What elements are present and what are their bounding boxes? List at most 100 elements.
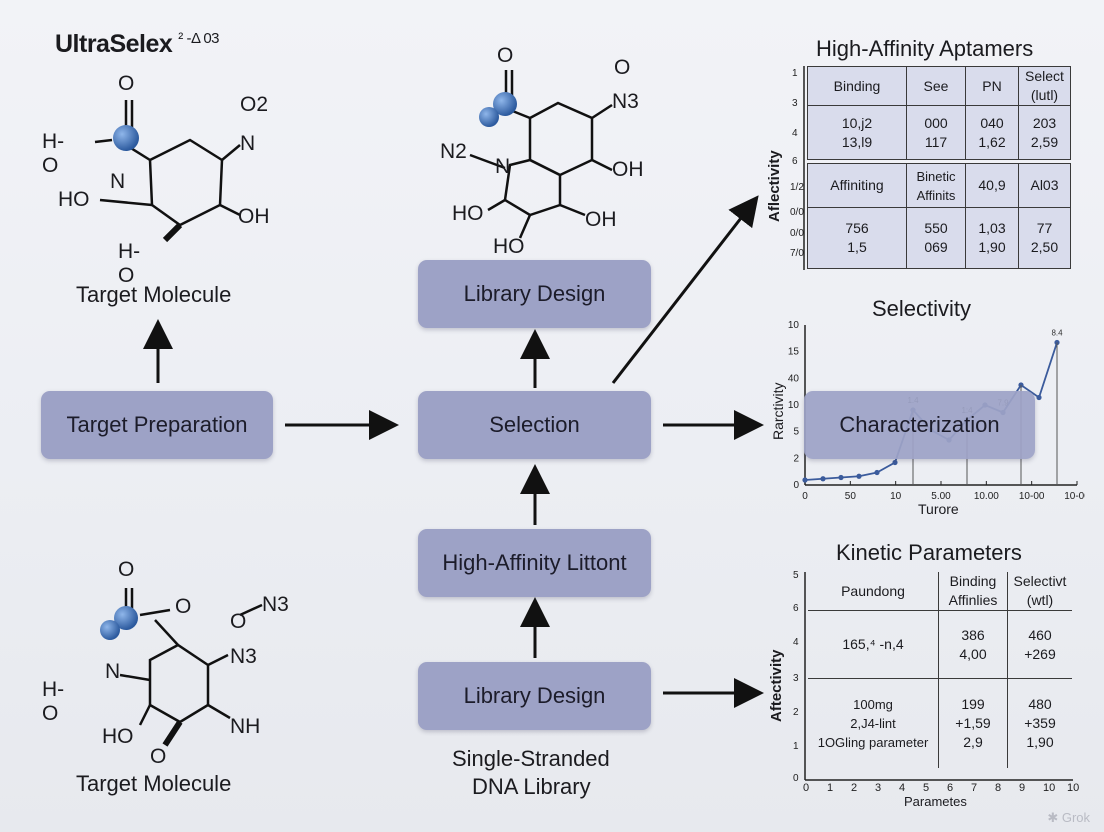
atom-label: NH bbox=[230, 715, 261, 738]
brand-title: UltraSelex ² -Δ 03 bbox=[55, 30, 219, 59]
ytick: 0/0 bbox=[790, 228, 804, 239]
brand-name: UltraSelex bbox=[55, 30, 173, 58]
ytick: 6 bbox=[793, 603, 799, 614]
y-tick-label: 5 bbox=[793, 427, 799, 438]
high-affinity-box[interactable]: High-Affinity Littont bbox=[418, 529, 651, 597]
x-tick-label: 4 bbox=[899, 782, 906, 794]
aptamers-title: High-Affinity Aptamers bbox=[816, 36, 1034, 61]
selection-box[interactable]: Selection bbox=[418, 391, 651, 459]
watermark-text: Grok bbox=[1061, 810, 1090, 825]
atom-label: O2 bbox=[240, 93, 269, 116]
atom-label: N3 bbox=[262, 593, 289, 616]
kinetic-xlabel: Parametes bbox=[904, 794, 967, 809]
cell: Affiniting bbox=[807, 163, 907, 208]
data-point bbox=[1036, 394, 1042, 401]
y-tick-label: 2 bbox=[793, 453, 799, 464]
cell: 386 4,00 bbox=[938, 610, 1008, 679]
watermark: ✱ Grok bbox=[1047, 810, 1090, 825]
atom-label: H-O bbox=[42, 678, 65, 725]
x-tick-label: 8 bbox=[995, 782, 1002, 794]
y-tick-label: 0 bbox=[793, 480, 799, 491]
atom-label: N bbox=[110, 170, 126, 193]
cell: 1,03 1,90 bbox=[965, 207, 1019, 269]
atom-label: N bbox=[240, 132, 256, 155]
data-point bbox=[838, 474, 844, 481]
cell: Binetic Affinits bbox=[906, 163, 966, 208]
atom-label: O bbox=[497, 44, 514, 67]
target-preparation-box[interactable]: Target Preparation bbox=[41, 391, 273, 459]
ytick: 0/0 bbox=[790, 207, 804, 218]
x-tick-label: 10-00 bbox=[1064, 491, 1085, 502]
y-tick-label: 15 bbox=[788, 347, 800, 358]
x-tick-label: 10 bbox=[1067, 782, 1080, 794]
cell: Binding Affinlies bbox=[938, 572, 1008, 611]
y-tick-label: 10 bbox=[788, 400, 800, 411]
x-tick-label: 10 bbox=[890, 491, 902, 502]
atom-label: N3 bbox=[230, 645, 257, 668]
ssdna-caption-line1: Single-Stranded bbox=[452, 746, 610, 771]
x-tick-label: 10-00 bbox=[1019, 491, 1045, 502]
x-tick-label: 5.00 bbox=[931, 491, 951, 502]
atom-label: HO bbox=[493, 235, 525, 258]
ytick: 5 bbox=[793, 570, 799, 581]
cell: PN bbox=[965, 66, 1019, 106]
x-tick-label: 2 bbox=[851, 782, 858, 794]
selectivity-xlabel: Turore bbox=[918, 501, 959, 517]
x-tick-label: 5 bbox=[923, 782, 930, 794]
library-design-box-bottom[interactable]: Library Design bbox=[418, 662, 651, 730]
atom-label: O bbox=[118, 558, 135, 581]
kinetic-ylabel: Aftectivity bbox=[768, 649, 785, 722]
ytick: 3 bbox=[793, 673, 799, 684]
kinetic-axes bbox=[804, 572, 1073, 781]
selectivity-chart-title: Selectivity bbox=[872, 296, 972, 321]
brand-suffix: ² -Δ 03 bbox=[178, 30, 219, 47]
x-tick-label: 1 bbox=[827, 782, 834, 794]
x-tick-label: 0 bbox=[802, 491, 808, 502]
data-point bbox=[874, 469, 880, 476]
atom-label: O bbox=[614, 56, 631, 79]
ytick: 1/2 bbox=[790, 182, 804, 193]
atom-label: OH bbox=[612, 158, 644, 181]
atom-label: N bbox=[105, 660, 121, 683]
kinetic-table: Paundong Binding Affinlies Selectivt (wt… bbox=[808, 572, 1072, 768]
target-molecule-caption-top: Target Molecule bbox=[76, 282, 232, 307]
characterization-box[interactable]: Characterization bbox=[804, 391, 1035, 459]
aptamers-axis bbox=[803, 66, 805, 270]
cell: Select (lutl) bbox=[1018, 66, 1071, 106]
atom-label: H-O bbox=[42, 130, 65, 177]
ytick: 1 bbox=[793, 741, 799, 752]
aptamers-table-2: Affiniting Binetic Affinits 40,9 Al03 75… bbox=[807, 163, 1071, 269]
atom-label: HO bbox=[58, 188, 90, 211]
cell: 550 069 bbox=[906, 207, 966, 269]
atom-label: O bbox=[175, 595, 192, 618]
atom-label: N bbox=[495, 155, 511, 178]
cell: 000 117 bbox=[906, 105, 966, 160]
cell: Paundong bbox=[808, 572, 939, 611]
x-tick-label: 9 bbox=[1019, 782, 1026, 794]
cell: 199 +1,59 2,9 bbox=[938, 678, 1008, 768]
selectivity-ylabel: Rarctivity bbox=[770, 382, 786, 440]
atom-label: N3 bbox=[612, 90, 639, 113]
data-point bbox=[892, 459, 898, 466]
x-tick-label: 3 bbox=[875, 782, 882, 794]
atom-label: OH bbox=[238, 205, 270, 228]
ytick: 4 bbox=[792, 128, 798, 139]
x-tick-label: 6 bbox=[947, 782, 954, 794]
atom-label: O bbox=[230, 610, 247, 633]
y-tick-label: 40 bbox=[788, 373, 800, 384]
ssdna-caption-line2: DNA Library bbox=[472, 774, 591, 799]
cell: Binding bbox=[807, 66, 907, 106]
ytick: 2 bbox=[793, 707, 799, 718]
atom-label: O bbox=[118, 72, 135, 95]
cell: 460 +269 bbox=[1007, 610, 1072, 679]
aptamers-table-1: Binding See PN Select (lutl) 10,j2 13,l9… bbox=[807, 66, 1071, 160]
cell: 756 1,5 bbox=[807, 207, 907, 269]
atom-label: H-O bbox=[118, 240, 141, 287]
data-point bbox=[856, 473, 862, 479]
cell: Selectivt (wtl) bbox=[1007, 572, 1072, 611]
data-point bbox=[820, 476, 826, 482]
x-tick-label: 50 bbox=[845, 491, 857, 502]
library-design-box-top[interactable]: Library Design bbox=[418, 260, 651, 328]
cell: 10,j2 13,l9 bbox=[807, 105, 907, 160]
